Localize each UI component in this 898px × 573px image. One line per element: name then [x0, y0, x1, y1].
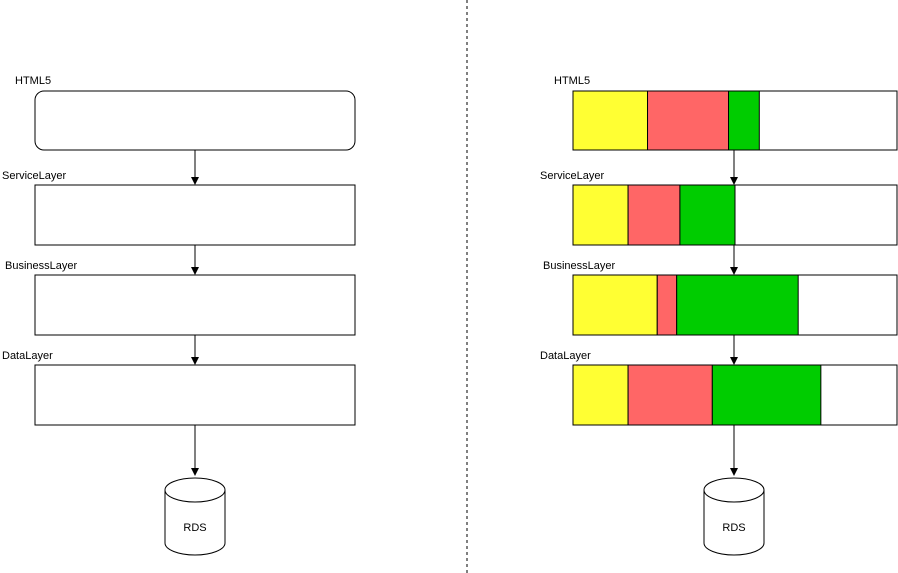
right-html5-label: HTML5 [554, 75, 590, 87]
right-business-label: BusinessLayer [543, 260, 615, 272]
segment-green [728, 90, 760, 151]
right-rds-label: RDS [722, 522, 745, 534]
segment-red [647, 90, 730, 151]
segment-green [711, 364, 822, 426]
right-business-segments [572, 274, 799, 336]
left-rds-label: RDS [183, 522, 206, 534]
right-rds-cylinder: RDS [703, 477, 765, 556]
left-data-label: DataLayer [2, 350, 53, 362]
left-service-label: ServiceLayer [2, 170, 67, 182]
segment-green [676, 274, 799, 336]
right-diagram: HTML5 ServiceLayer BusinessLayer DataLay… [540, 75, 898, 556]
right-data-label: DataLayer [540, 350, 591, 362]
left-rds-cylinder: RDS [164, 477, 226, 556]
segment-red [627, 364, 713, 426]
right-service-label: ServiceLayer [540, 170, 605, 182]
segment-red [656, 274, 678, 336]
right-html5-segments [572, 90, 760, 151]
left-service-box [34, 184, 356, 246]
left-html5-label: HTML5 [15, 75, 51, 87]
left-data-box [34, 364, 356, 426]
right-service-segments [572, 184, 736, 246]
segment-yellow [572, 274, 658, 336]
segment-yellow [572, 184, 629, 246]
segment-red [627, 184, 681, 246]
right-data-segments [572, 364, 822, 426]
segment-yellow [572, 90, 649, 151]
segment-yellow [572, 364, 629, 426]
left-html5-box [34, 90, 356, 151]
left-diagram: HTML5 ServiceLayer BusinessLayer DataLay… [2, 75, 356, 556]
left-business-label: BusinessLayer [5, 260, 77, 272]
segment-green [679, 184, 736, 246]
left-business-box [34, 274, 356, 336]
